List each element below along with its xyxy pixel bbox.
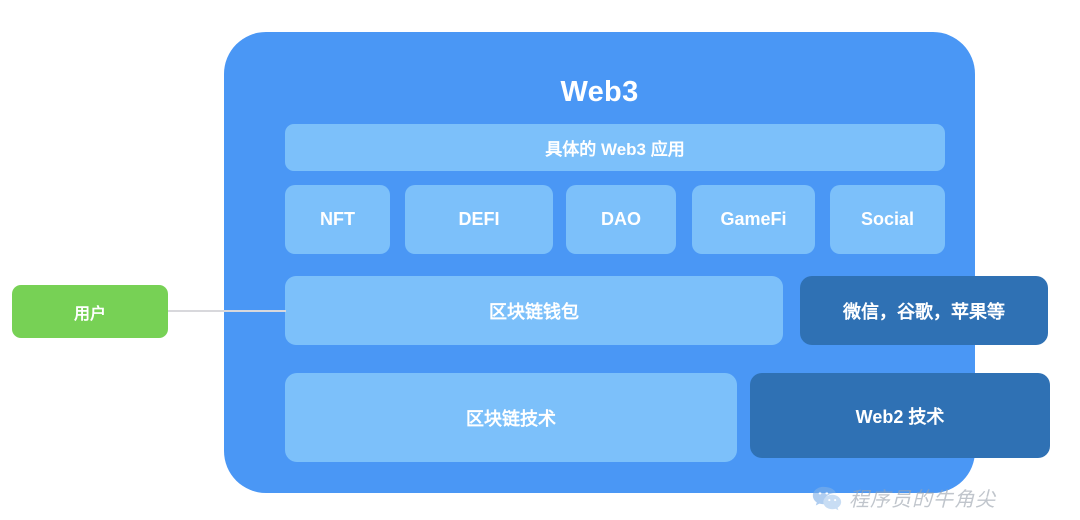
category-tag-defi: DEFI bbox=[405, 185, 553, 254]
watermark-text: 程序员的牛角尖 bbox=[849, 489, 996, 511]
blockchain-technology-box: 区块链技术 bbox=[285, 373, 737, 462]
web2-technology-box: Web2 技术 bbox=[750, 373, 1050, 458]
user-to-wallet-connector bbox=[168, 310, 286, 312]
user-node: 用户 bbox=[12, 285, 168, 338]
web2-services-box: 微信，谷歌，苹果等 bbox=[800, 276, 1048, 345]
page-title: Web3 bbox=[560, 76, 639, 108]
category-tag-social: Social bbox=[830, 185, 945, 254]
watermark: 程序员的牛角尖 bbox=[812, 483, 996, 512]
category-tag-gamefi: GameFi bbox=[692, 185, 815, 254]
category-tag-dao: DAO bbox=[566, 185, 676, 254]
category-tag-nft: NFT bbox=[285, 185, 390, 254]
web3-applications-banner: 具体的 Web3 应用 bbox=[285, 124, 945, 171]
blockchain-wallet-box: 区块链钱包 bbox=[285, 276, 783, 345]
wechat-logo-icon bbox=[812, 486, 842, 510]
